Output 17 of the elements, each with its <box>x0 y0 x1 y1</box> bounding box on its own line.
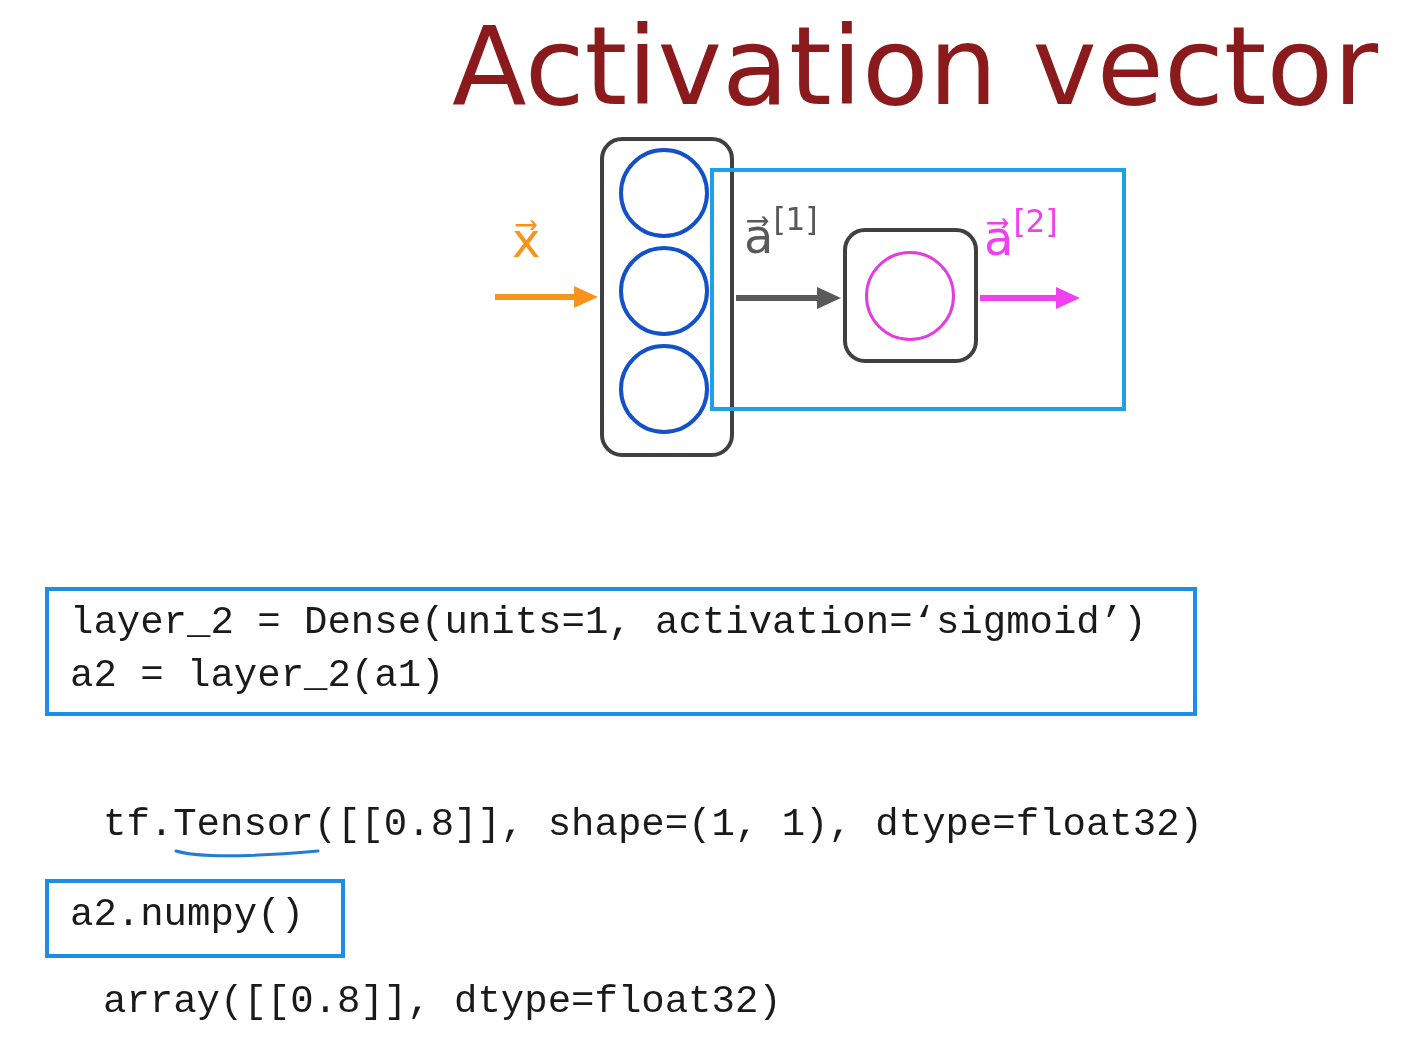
layer-box <box>600 137 734 457</box>
neuron-circle <box>865 251 955 341</box>
neuron-circle <box>619 344 709 434</box>
title: Activation vector <box>452 12 1379 121</box>
code-box <box>45 587 1197 716</box>
arrow <box>736 287 841 309</box>
arrow <box>495 286 598 308</box>
code-box <box>45 879 345 958</box>
code-line: layer_2 = Dense(units=1, activation=‘sigmoid’) <box>70 600 1148 647</box>
neuron-circle <box>619 246 709 336</box>
code-line: a2.numpy() <box>70 892 306 939</box>
code-output: tf.Tensor([[0.8]], shape=(1, 1), dtype=float32) <box>103 804 1203 847</box>
layer-box <box>843 228 978 363</box>
code-line: a2 = layer_2(a1) <box>70 653 446 700</box>
neuron-circle <box>619 148 709 238</box>
code-output: array([[0.8]], dtype=float32) <box>103 981 782 1024</box>
arrow <box>980 287 1080 309</box>
